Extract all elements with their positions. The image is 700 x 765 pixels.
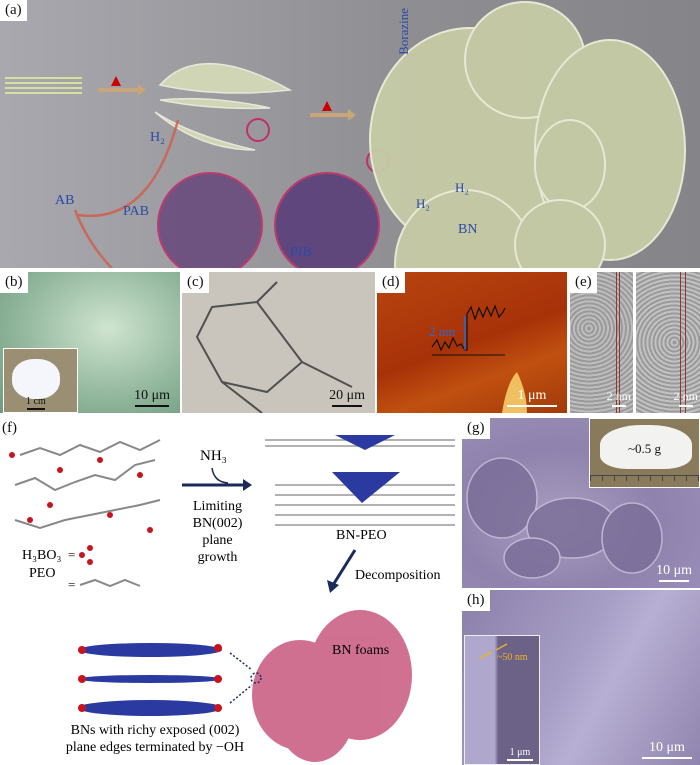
scale-bar: 10 μm bbox=[134, 388, 170, 407]
foam-photo-inset: ~0.5 g bbox=[589, 418, 700, 488]
reaction-arrows bbox=[73, 119, 180, 268]
peo-chain bbox=[79, 578, 141, 588]
h2-outlet-label: H₂ bbox=[416, 196, 430, 211]
step-line: BN(002) bbox=[192, 516, 243, 531]
caption-line: plane edges terminated by −OH bbox=[65, 740, 245, 755]
h2-label: H₂ bbox=[150, 130, 165, 145]
ab-label: AB bbox=[55, 193, 75, 208]
decomposition-label: Decomposition bbox=[355, 568, 441, 583]
panel-d: (d) 2 nm 1 μm bbox=[377, 272, 567, 413]
thickness-arrows bbox=[479, 643, 508, 659]
scale-text: 10 μm bbox=[649, 740, 685, 755]
scale-bar: 1 μm bbox=[507, 388, 557, 407]
foam-cells-sem bbox=[466, 457, 663, 579]
panel-b-label: (b) bbox=[0, 272, 28, 293]
panel-h: (h) ~50 nm 1 μm 10 μm bbox=[462, 590, 700, 765]
bn-label: BN bbox=[458, 222, 478, 237]
thickness-label: ~50 nm bbox=[497, 652, 528, 663]
bn-shell-closeup-2 bbox=[274, 172, 380, 268]
bn-sheet-top bbox=[335, 435, 395, 450]
scale-bar: 10 μm bbox=[642, 740, 692, 759]
step-line: plane bbox=[202, 533, 233, 548]
bn-nanosheets-edge-view bbox=[78, 643, 222, 716]
scale-bar: 2 nm bbox=[607, 389, 631, 407]
bn-foam-bubbles bbox=[369, 1, 686, 268]
foam-photo-inset: 1 cm bbox=[3, 348, 78, 413]
pib-label: PIB bbox=[290, 245, 312, 260]
lattice-fringes bbox=[616, 272, 620, 413]
precursor-lines bbox=[5, 77, 82, 94]
caption-line: BNs with richy exposed (002) bbox=[70, 723, 240, 738]
zoom-circle-small-1 bbox=[246, 118, 270, 142]
equals-sign: = bbox=[68, 577, 76, 592]
peo-legend: PEO bbox=[29, 566, 56, 581]
inset-scale-text: 1 cm bbox=[26, 396, 46, 407]
panel-g-label: (g) bbox=[462, 418, 490, 439]
synthesis-schematic bbox=[5, 1, 686, 268]
scale-text: 20 μm bbox=[329, 388, 365, 403]
afm-height-profile bbox=[431, 304, 527, 413]
bn-caption: BNs with richy exposed (002) plane edges … bbox=[60, 722, 250, 756]
h2-foam-label: H₂ bbox=[455, 180, 469, 195]
scale-text: 2 nm bbox=[606, 389, 631, 403]
panel-c-label: (c) bbox=[182, 272, 209, 293]
bn-sheet-bottom bbox=[332, 472, 400, 503]
bn-foam-spheres bbox=[252, 610, 412, 762]
scale-text: 10 μm bbox=[656, 563, 692, 578]
equals-sign: = bbox=[68, 547, 76, 562]
panel-f-label: (f) bbox=[0, 420, 19, 437]
scale-bar: 10 μm bbox=[656, 563, 692, 582]
panel-a-label: (a) bbox=[0, 0, 27, 21]
step-line: Limiting bbox=[193, 499, 242, 514]
mechanism-schematic bbox=[9, 435, 455, 762]
h3bo3-legend: H₃BO₃ bbox=[22, 548, 62, 563]
panel-e-label: (e) bbox=[570, 272, 597, 293]
ruler bbox=[590, 475, 699, 481]
step-height-label: 2 nm bbox=[429, 324, 456, 339]
edge-inset: ~50 nm 1 μm bbox=[464, 635, 540, 765]
foam-sample bbox=[12, 359, 60, 399]
inset-scale-bar: 1 cm bbox=[26, 396, 46, 410]
nh3-label: NH₃ bbox=[200, 448, 227, 464]
bn-peo-label: BN-PEO bbox=[336, 528, 387, 543]
step-line: growth bbox=[197, 550, 238, 565]
scale-text: 2 nm bbox=[673, 389, 698, 403]
panel-b: (b) 1 cm 10 μm bbox=[0, 272, 180, 413]
panel-g: (g) ~0.5 g 10 μm bbox=[462, 418, 700, 588]
scale-text: 10 μm bbox=[134, 388, 170, 403]
heat-icon-1 bbox=[111, 76, 121, 86]
panel-e-left: (e) 2 nm bbox=[570, 272, 633, 413]
scale-bar: 20 μm bbox=[329, 388, 365, 407]
panel-a: (a) Borazine H₂ AB PAB PIB H₂ H₂ BN bbox=[0, 0, 700, 268]
foam-network-image bbox=[195, 281, 353, 413]
heat-icon-2 bbox=[322, 101, 332, 111]
peo-h3bo3-mixture bbox=[14, 439, 161, 530]
zoom-lines bbox=[229, 652, 262, 704]
inset-scale-text: 1 μm bbox=[509, 747, 531, 758]
panel-e-right: 2 nm bbox=[636, 272, 700, 413]
decomposition-arrow bbox=[331, 549, 357, 586]
inset-scale-bar: 1 μm bbox=[507, 747, 533, 761]
mass-label: ~0.5 g bbox=[628, 441, 662, 456]
scale-bar: 2 nm bbox=[674, 389, 698, 407]
h3bo3-molecule bbox=[79, 545, 93, 565]
intermediate-shell bbox=[154, 62, 293, 151]
panel-c: (c) 20 μm bbox=[182, 272, 375, 413]
panel-h-label: (h) bbox=[462, 590, 490, 611]
bn-shell-closeup-1 bbox=[157, 172, 263, 268]
foam-sample bbox=[600, 425, 692, 469]
borazine-label: Borazine bbox=[396, 8, 411, 55]
lattice-fringes bbox=[680, 272, 686, 413]
scale-text: 1 μm bbox=[517, 388, 547, 403]
panel-d-label: (d) bbox=[377, 272, 405, 293]
pab-label: PAB bbox=[123, 204, 149, 219]
bn-foams-label: BN foams bbox=[332, 643, 390, 658]
